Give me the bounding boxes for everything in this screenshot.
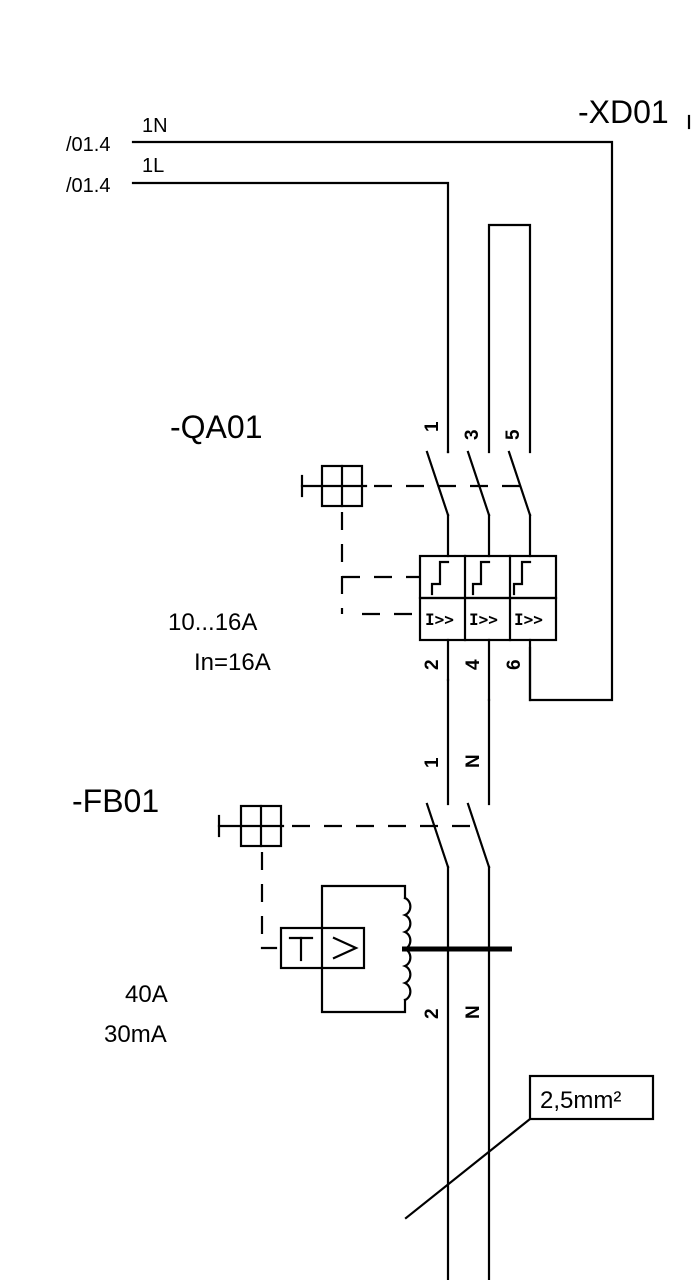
breaker-terminal-6: 6: [504, 659, 525, 670]
rcd-operator-icon: [217, 804, 285, 848]
rcd-terminal-1-top: 1: [422, 757, 443, 768]
wire-l-ref: /01.4: [66, 175, 110, 197]
svg-text:I>>: I>>: [514, 610, 543, 629]
breaker-magnetic-units: I>> I>> I>>: [418, 596, 558, 642]
wire-l-name: 1L: [142, 155, 164, 177]
cable-size-box: [528, 1074, 655, 1121]
svg-text:I>>: I>>: [425, 610, 454, 629]
rcd-sensing-coil-icon: [320, 884, 412, 1014]
rcd-trip-relay-icon: [279, 926, 366, 970]
terminal-block-label: -XD01: [578, 94, 669, 130]
rcd-terminal-2-bottom: 2: [422, 1008, 443, 1019]
cable-size-leader: [404, 1117, 532, 1220]
rcd-contacts: [425, 802, 491, 1280]
rcd-current: 40A: [125, 981, 168, 1008]
breaker-nominal: In=16A: [194, 649, 271, 676]
wire-loop-3-5: [487, 223, 532, 454]
cable-size-label: 2,5mm²: [540, 1087, 621, 1114]
breaker-terminal-1: 1: [422, 421, 443, 432]
wire-n-name: 1N: [142, 115, 168, 137]
wire-l: [131, 181, 450, 454]
breaker-operator-icon: [300, 464, 368, 508]
breaker-terminal-3: 3: [462, 429, 483, 440]
rcd-terminal-n-bottom: N: [463, 1005, 484, 1019]
rcd-sensitivity: 30mA: [104, 1021, 167, 1048]
rcd-terminal-n-top: N: [463, 754, 484, 768]
rcd-label: -FB01: [72, 783, 159, 819]
breaker-terminal-4: 4: [463, 659, 484, 670]
svg-text:I>>: I>>: [469, 610, 498, 629]
breaker-label: -QA01: [170, 409, 262, 445]
wire-n-ref: /01.4: [66, 134, 110, 156]
breaker-terminal-2: 2: [422, 659, 443, 670]
breaker-terminal-5: 5: [503, 429, 524, 440]
breaker-range: 10...16A: [168, 609, 257, 636]
breaker-contacts: [425, 450, 532, 558]
